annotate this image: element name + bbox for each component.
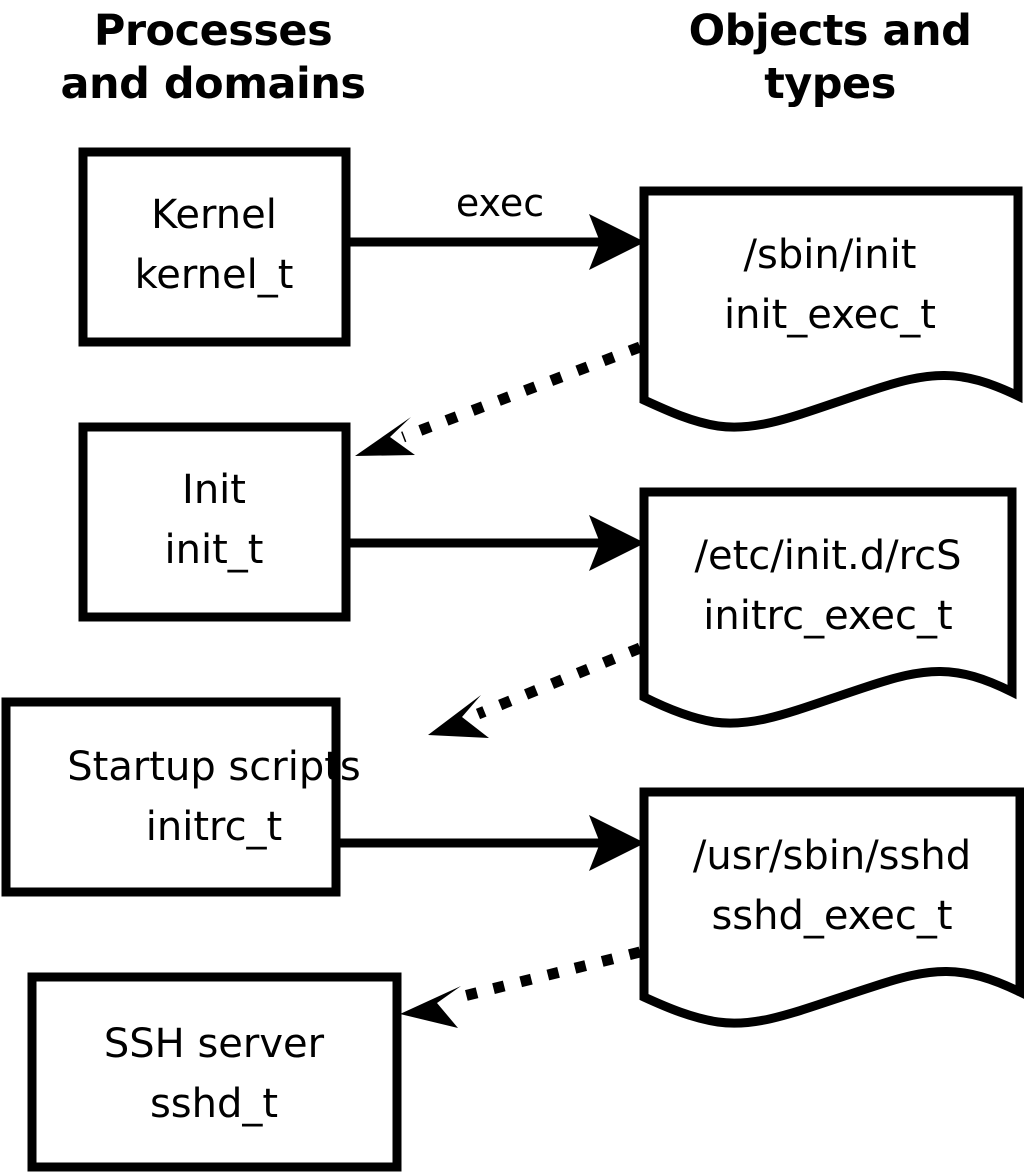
- node-ssh-server-box[interactable]: [27, 972, 402, 1172]
- arrowhead-initrc-transition: [428, 695, 489, 738]
- edge-kernel-exec-init-exec: exec: [350, 181, 645, 270]
- edge-init-exec-initrc-exec: [350, 515, 645, 571]
- node-usr-sbin-sshd-line1: /usr/sbin/sshd: [693, 833, 971, 879]
- edge-line-sshd-transition: [450, 946, 642, 1005]
- node-kernel-box[interactable]: [78, 147, 351, 347]
- node-kernel-line2: kernel_t: [135, 252, 294, 298]
- node-sbin-init-line1: /sbin/init: [744, 232, 917, 278]
- arrowhead-initrc-exec: [589, 815, 645, 871]
- column-header-objects: Objects and types: [689, 6, 972, 109]
- node-init-box[interactable]: [78, 422, 351, 622]
- edge-line-init-transition: [401, 341, 642, 443]
- node-startup-scripts-line1: Startup scripts: [67, 744, 360, 790]
- arrowhead-init-transition: [355, 417, 415, 456]
- arrowhead-sshd-transition: [400, 986, 461, 1028]
- edge-label-exec: exec: [456, 181, 544, 225]
- node-ssh-server[interactable]: SSH server sshd_t: [27, 972, 402, 1172]
- node-init-line2: init_t: [165, 527, 264, 573]
- node-ssh-server-line2: sshd_t: [150, 1081, 278, 1127]
- node-sbin-init-line2: init_exec_t: [724, 292, 936, 338]
- node-sbin-init[interactable]: /sbin/init init_exec_t: [639, 186, 1023, 432]
- node-kernel-line1: Kernel: [151, 192, 277, 238]
- node-etc-initd-rcs[interactable]: /etc/init.d/rcS initrc_exec_t: [639, 487, 1017, 728]
- node-usr-sbin-sshd-document[interactable]: [639, 787, 1024, 1028]
- node-kernel[interactable]: Kernel kernel_t: [78, 147, 351, 347]
- node-startup-scripts[interactable]: Startup scripts initrc_t: [1, 697, 361, 897]
- node-startup-scripts-box[interactable]: [1, 697, 341, 897]
- edge-init-exec-transition-init: [355, 341, 642, 456]
- arrowhead-kernel-exec: [589, 214, 645, 270]
- node-etc-initd-rcs-document[interactable]: [639, 487, 1017, 728]
- edge-initrc-exec-sshd-exec: [340, 815, 645, 871]
- column-header-processes-line1: Processes: [94, 6, 332, 56]
- node-sbin-init-document[interactable]: [639, 186, 1023, 432]
- node-ssh-server-line1: SSH server: [104, 1021, 325, 1067]
- column-header-objects-line2: types: [764, 59, 896, 109]
- node-init[interactable]: Init init_t: [78, 422, 351, 622]
- node-etc-initd-rcs-line1: /etc/init.d/rcS: [694, 533, 961, 579]
- node-init-line1: Init: [182, 467, 246, 513]
- node-startup-scripts-line2: initrc_t: [146, 804, 283, 850]
- node-usr-sbin-sshd-line2: sshd_exec_t: [711, 893, 952, 939]
- column-header-processes: Processes and domains: [61, 6, 366, 109]
- column-header-objects-line1: Objects and: [689, 6, 972, 56]
- edge-sshd-exec-transition-sshd: [400, 946, 642, 1028]
- edge-initrc-exec-transition-initrc: [428, 642, 643, 738]
- arrowhead-init-exec: [589, 515, 645, 571]
- column-header-processes-line2: and domains: [61, 59, 366, 109]
- edge-line-initrc-transition: [475, 642, 643, 720]
- node-etc-initd-rcs-line2: initrc_exec_t: [703, 593, 952, 639]
- node-usr-sbin-sshd[interactable]: /usr/sbin/sshd sshd_exec_t: [639, 787, 1024, 1028]
